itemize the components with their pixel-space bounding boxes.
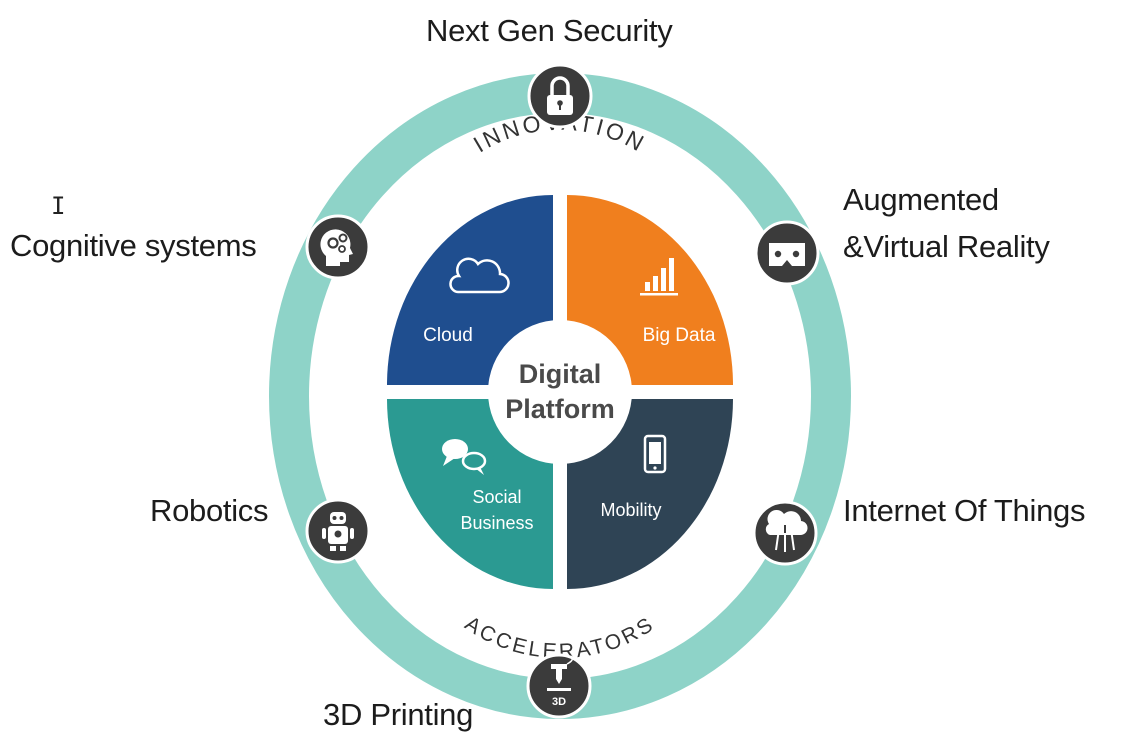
padlock-icon (547, 76, 573, 115)
quadrant-cloud (387, 195, 553, 385)
label-robotics: Robotics (150, 493, 269, 528)
label-3d-printing: 3D Printing (323, 697, 474, 732)
3d-printer-icon (547, 655, 574, 691)
label-cognitive-systems: Cognitive systems (10, 228, 257, 263)
node-next-gen-security (527, 63, 593, 129)
smartphone-icon (643, 434, 667, 474)
cloud-network-icon (765, 509, 808, 552)
quadrant-social-business (387, 399, 553, 589)
node-augmented-virtual-reality (754, 220, 820, 286)
center-label-line2: Platform (505, 394, 615, 424)
vr-headset-icon (769, 243, 805, 266)
node-internet-of-things (752, 500, 818, 566)
chat-bubbles-icon (442, 439, 487, 475)
cloud-icon (449, 257, 510, 294)
quadrant-mobility-label: Mobility (600, 500, 661, 520)
node-robotics (305, 498, 371, 564)
bar-chart-icon (640, 258, 678, 296)
robot-icon (322, 512, 354, 551)
quadrant-big-data-label: Big Data (643, 325, 716, 346)
quadrant-cloud-label: Cloud (423, 325, 473, 346)
3d-printer-icon-text: 3D (552, 696, 566, 708)
label-next-gen-security: Next Gen Security (426, 13, 673, 48)
center-label-line1: Digital (519, 359, 602, 389)
quadrant-social-business-label-line2: Business (460, 513, 533, 533)
head-gears-icon (320, 229, 353, 266)
quadrant-mobility (567, 399, 733, 589)
node-3d-printing: 3D (526, 653, 592, 719)
node-cognitive-systems (305, 214, 371, 280)
quadrant-social-business-label-line1: Social (472, 487, 521, 507)
label-internet-of-things: Internet Of Things (843, 493, 1086, 528)
center-hub (488, 320, 632, 464)
text-cursor-icon: I (51, 192, 66, 220)
label-augmented-line1: Augmented (843, 182, 999, 217)
label-augmented-line2: &Virtual Reality (843, 229, 1050, 264)
